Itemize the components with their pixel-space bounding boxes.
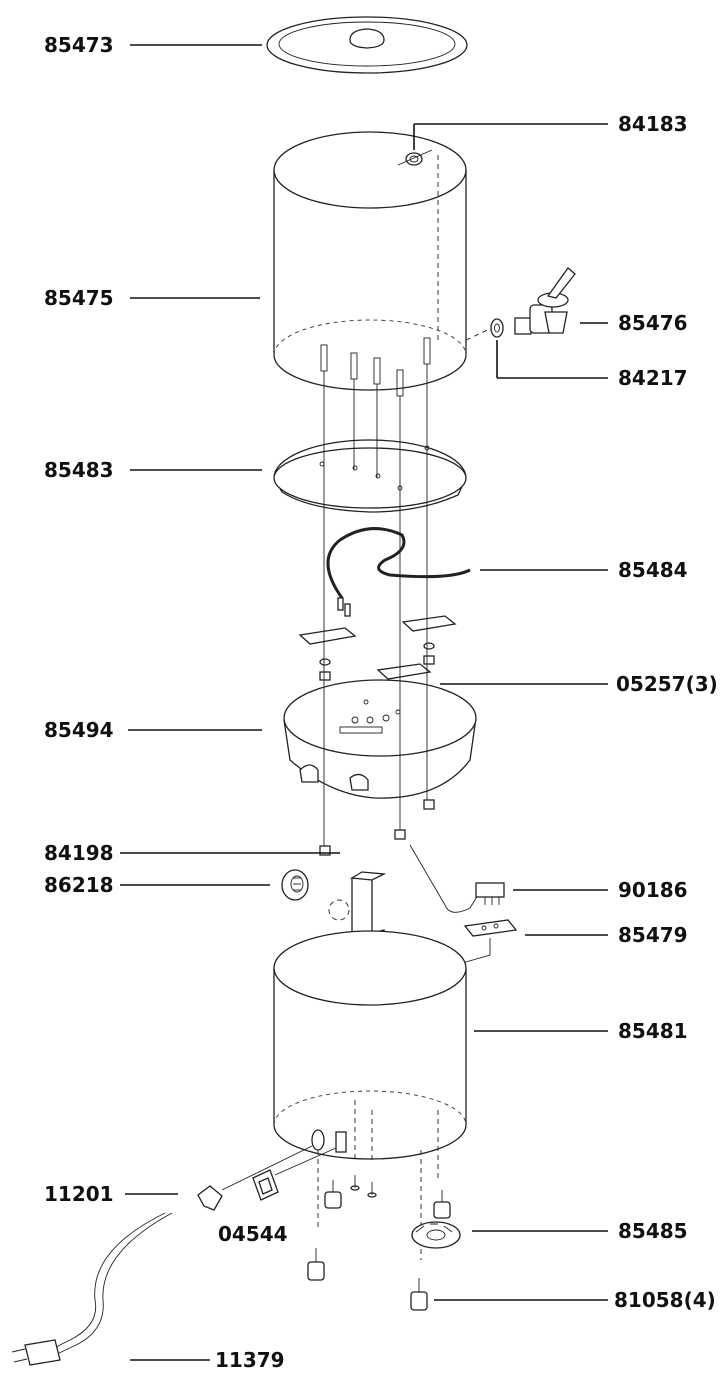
thermostat-knob [281, 869, 309, 901]
label-rocker-switch: 04544 [218, 1222, 288, 1246]
rocker-switch [252, 1147, 337, 1201]
label-base-plate: 85494 [44, 718, 114, 742]
label-dial-label: 85485 [618, 1219, 688, 1243]
label-housing: 85481 [618, 1019, 688, 1043]
label-brackets: 05257(3) [616, 672, 718, 696]
screws [350, 1175, 377, 1198]
heating-element [326, 527, 471, 617]
tank [273, 131, 467, 397]
label-strain-relief: 11201 [44, 1182, 114, 1206]
faucet [465, 267, 576, 341]
thermostat [409, 844, 505, 913]
feet [307, 1180, 451, 1311]
base-plate [283, 679, 477, 856]
label-switch-bracket: 84198 [44, 841, 114, 865]
label-thermostat-knob: 86218 [44, 873, 114, 897]
label-heat-plate: 85483 [44, 458, 114, 482]
label-feet: 81058(4) [614, 1288, 716, 1312]
label-tank: 85475 [44, 286, 114, 310]
label-top-fitting: 84183 [618, 112, 688, 136]
label-lid: 85473 [44, 33, 114, 57]
label-faucet-gasket: 84217 [618, 366, 688, 390]
label-thermostat: 90186 [618, 878, 688, 902]
leader-lines [120, 44, 608, 1361]
housing [273, 930, 467, 1260]
lid [266, 16, 468, 74]
label-thermostat-bracket: 85479 [618, 923, 688, 947]
part-labels: 85473 84183 85475 85476 84217 85483 8548… [44, 33, 718, 1372]
dial-label [411, 1221, 461, 1249]
label-faucet: 85476 [618, 311, 688, 335]
power-cord [11, 1145, 313, 1366]
heat-plate [273, 439, 467, 513]
label-heating-element: 85484 [618, 558, 688, 582]
label-power-cord: 11379 [215, 1348, 285, 1372]
